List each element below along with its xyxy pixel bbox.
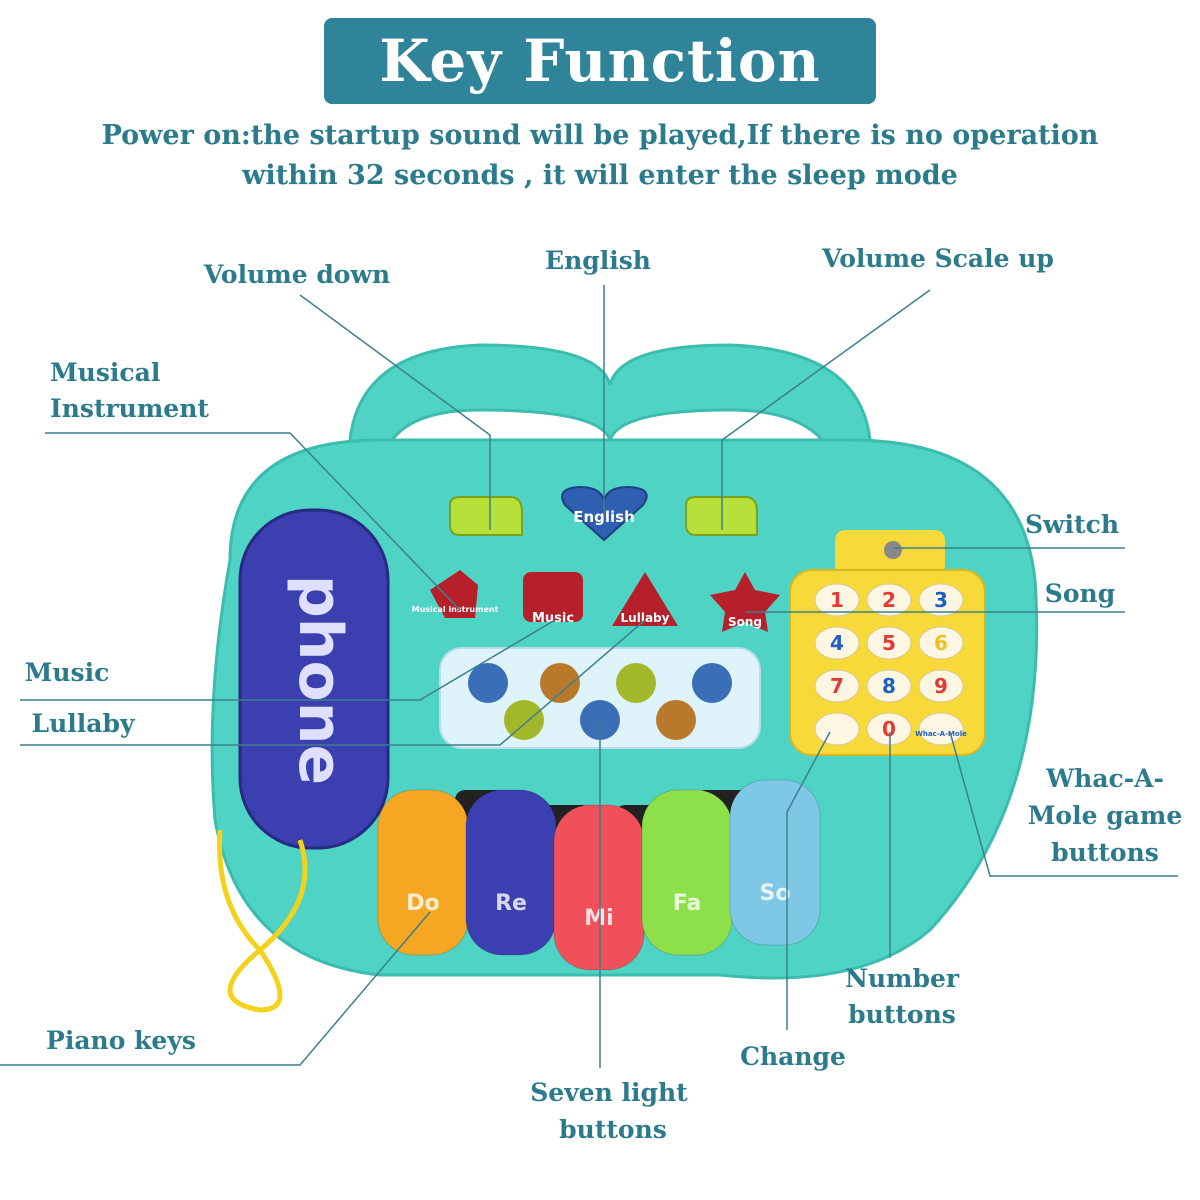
number-key (814, 669, 860, 703)
leader-music (20, 619, 556, 701)
label-volume-up: Volume Scale up (822, 244, 1054, 273)
lullaby-button (612, 572, 678, 626)
subtitle-line-1: Power on:the startup sound will be playe… (101, 120, 1099, 151)
song-button-text: Song (728, 615, 762, 629)
label-lullaby: Lullaby (31, 709, 135, 738)
light-button (616, 663, 656, 703)
musical-instrument-text: Musical instrument (412, 605, 499, 614)
number-key (918, 626, 964, 660)
label-number-buttons-1: Number (844, 964, 960, 993)
light-buttons (468, 663, 732, 740)
title-banner: Key Function (324, 18, 876, 104)
number-key-label: 2 (882, 588, 896, 612)
label-whac-a-mole-3: buttons (1051, 838, 1159, 867)
piano-key-label: Fa (673, 891, 702, 916)
subtitle-line-2: within 32 seconds , it will enter the sl… (242, 160, 958, 191)
number-key-label: 9 (934, 674, 948, 698)
phone-handset (238, 508, 390, 850)
number-key (918, 583, 964, 617)
musical-instrument-button (430, 570, 478, 618)
number-key-label: 4 (830, 631, 844, 655)
number-key-label: 8 (882, 674, 896, 698)
leader-volume-up (721, 289, 931, 530)
number-key-label: 1 (830, 588, 844, 612)
label-volume-down: Volume down (203, 260, 391, 289)
number-key (918, 669, 964, 703)
number-key (866, 712, 912, 746)
number-key-label: 6 (934, 631, 948, 655)
label-music: Music (24, 658, 110, 687)
light-button (468, 663, 508, 703)
piano-key-label: Re (495, 891, 527, 916)
number-key (814, 712, 860, 746)
piano-key-label: Do (406, 891, 439, 916)
number-key-label: 5 (882, 631, 896, 655)
number-key-label: 0 (882, 717, 896, 741)
song-button (710, 572, 780, 632)
number-key (866, 583, 912, 617)
number-key (814, 583, 860, 617)
label-whac-a-mole-1: Whac-A- (1046, 764, 1164, 793)
switch-knob (884, 541, 902, 559)
music-button (523, 572, 583, 622)
number-key (814, 626, 860, 660)
leader-lullaby (20, 619, 646, 746)
light-button (692, 663, 732, 703)
number-key (866, 626, 912, 660)
label-piano-keys: Piano keys (46, 1026, 196, 1055)
label-change: Change (740, 1042, 846, 1071)
number-key-label: 3 (934, 588, 948, 612)
leader-volume-down (299, 294, 491, 530)
label-musical-instrument-2: Instrument (50, 394, 209, 423)
label-seven-light-1: Seven light (530, 1078, 688, 1107)
phone-cord (217, 829, 308, 1013)
number-key-label: Whac-A-Mole (915, 730, 967, 738)
label-switch: Switch (1024, 510, 1120, 539)
piano-key-label: Mi (584, 906, 613, 931)
label-song: Song (1044, 579, 1116, 608)
light-button (504, 700, 544, 740)
light-button (540, 663, 580, 703)
music-button-text: Music (532, 611, 574, 626)
light-button (656, 700, 696, 740)
leader-musical-instrument (45, 432, 461, 611)
label-number-buttons-2: buttons (848, 1000, 956, 1029)
white-piano-key (729, 779, 821, 946)
leader-change (786, 731, 831, 1030)
english-button-text: English (573, 508, 635, 526)
number-key (866, 669, 912, 703)
lullaby-button-text: Lullaby (621, 611, 670, 625)
piano-key-label: So (760, 881, 791, 906)
phone-text: phone (285, 575, 355, 785)
number-key-label: 7 (830, 674, 844, 698)
label-whac-a-mole-2: Mole game (1027, 801, 1183, 830)
leader-whac-a-mole (949, 731, 1178, 877)
leader-piano-keys (0, 911, 431, 1066)
label-english: English (545, 246, 651, 275)
label-seven-light-2: buttons (559, 1115, 667, 1144)
label-musical-instrument-1: Musical (50, 358, 161, 387)
volume-down-button (449, 496, 523, 536)
